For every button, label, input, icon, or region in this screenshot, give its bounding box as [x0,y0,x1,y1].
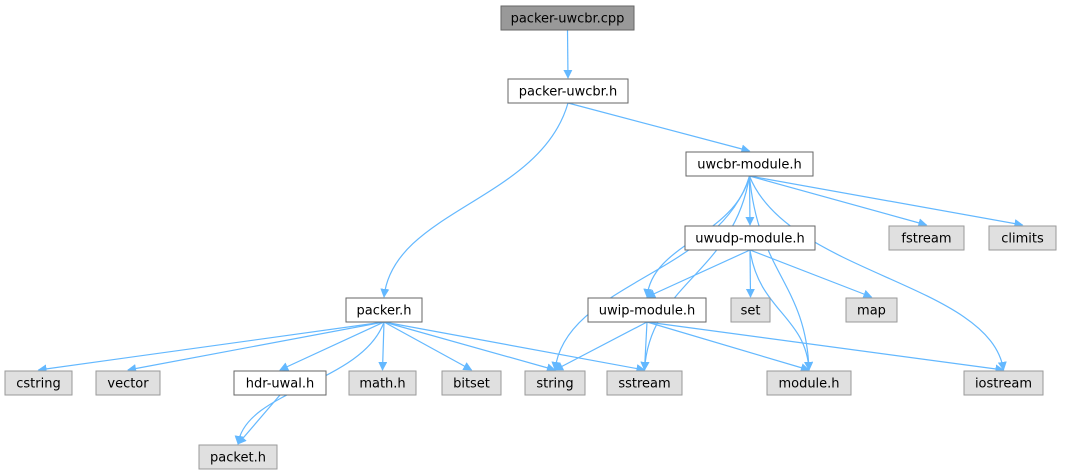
node-label-hdr-uwal-h: hdr-uwal.h [246,377,315,392]
node-box-fstream [888,225,965,251]
node-box-bitset [441,370,502,396]
edge-uwudp-module-h-to-map [749,249,873,299]
edge-uwip-module-h-to-iostream [646,321,1005,374]
node-uwudp-module-h[interactable]: uwudp-module.h [684,225,816,251]
edge-uwcbr-module-h-to-iostream [748,175,1007,371]
node-label-vector: vector [107,377,149,392]
node-label-packet-h: packet.h [210,451,266,466]
node-label-bitset: bitset [453,377,490,392]
node-packer-uwcbr-cpp[interactable]: packer-uwcbr.cpp [500,5,635,31]
node-label-climits: climits [1001,232,1044,247]
node-map: map [845,297,898,323]
edge-uwcbr-module-h-to-climits [749,175,1024,228]
node-label-set: set [741,304,761,319]
node-uwcbr-module-h[interactable]: uwcbr-module.h [685,151,814,177]
node-math-h: math.h [348,370,417,396]
node-box-math-h [348,370,417,396]
node-sstream: sstream [606,370,683,396]
node-label-cstring: cstring [16,377,60,392]
node-hdr-uwal-h[interactable]: hdr-uwal.h [233,370,327,396]
nodes-layer: packer-uwcbr.cpp packer-uwcbr.h uwcbr-modu… [4,5,1057,470]
node-box-string [524,370,586,396]
node-climits: climits [988,225,1057,251]
edge-packer-uwcbr-h-to-packer-h [380,102,569,298]
edge-packer-h-to-math-h [378,321,388,371]
edge-uwcbr-module-h-to-string [551,175,751,371]
node-label-iostream: iostream [975,377,1032,392]
node-box-cstring [4,370,73,396]
edge-uwudp-module-h-to-set [745,249,755,298]
node-box-uwudp-module-h [684,225,816,251]
node-box-climits [988,225,1057,251]
edge-uwcbr-module-h-to-uwudp-module-h [745,175,755,226]
edge-packer-h-to-sstream [383,321,646,373]
node-label-module-h: module.h [778,377,839,392]
edge-packer-h-to-hdr-uwal-h [279,321,385,371]
edge-uwip-module-h-to-module-h [646,321,810,373]
edge-hdr-uwal-h-to-packet-h [237,394,281,445]
node-label-packer-uwcbr-h: packer-uwcbr.h [519,85,617,100]
edge-uwcbr-module-h-to-sstream [640,175,751,371]
node-box-packet-h [198,444,278,470]
node-box-packer-h [345,297,423,323]
node-label-sstream: sstream [618,377,670,392]
node-label-math-h: math.h [359,377,405,392]
edge-packer-uwcbr-h-to-uwcbr-module-h [567,102,751,154]
edge-packer-h-to-bitset [383,321,473,371]
node-label-string: string [536,377,573,392]
node-box-vector [95,370,161,396]
node-vector: vector [95,370,161,396]
node-label-uwudp-module-h: uwudp-module.h [695,232,804,247]
node-packer-uwcbr-h[interactable]: packer-uwcbr.h [507,78,629,104]
node-label-uwcbr-module-h: uwcbr-module.h [697,158,802,173]
node-label-fstream: fstream [901,232,951,247]
edge-uwip-module-h-to-string [554,321,648,371]
node-label-uwip-module-h: uwip-module.h [599,304,696,319]
node-label-packer-uwcbr-cpp: packer-uwcbr.cpp [511,12,625,27]
node-packer-h[interactable]: packer.h [345,297,423,323]
edge-uwudp-module-h-to-uwip-module-h [646,249,751,298]
node-box-uwip-module-h [587,297,707,323]
edge-uwip-module-h-to-sstream [640,321,650,371]
edge-packer-h-to-cstring [37,321,385,374]
node-fstream: fstream [888,225,965,251]
node-box-packer-uwcbr-h [507,78,629,104]
node-box-set [730,297,771,323]
node-label-packer-h: packer.h [357,304,412,319]
node-box-packer-uwcbr-cpp [500,5,635,31]
node-string: string [524,370,586,396]
node-set: set [730,297,771,323]
node-box-uwcbr-module-h [685,151,814,177]
node-box-map [845,297,898,323]
edges-layer [37,29,1024,445]
node-bitset: bitset [441,370,502,396]
node-packet-h: packet.h [198,444,278,470]
node-uwip-module-h[interactable]: uwip-module.h [587,297,707,323]
edge-uwcbr-module-h-to-fstream [749,175,928,228]
node-module-h: module.h [766,370,852,396]
node-cstring: cstring [4,370,73,396]
edge-uwcbr-module-h-to-module-h [748,175,814,371]
node-box-module-h [766,370,852,396]
node-iostream: iostream [963,370,1044,396]
node-box-iostream [963,370,1044,396]
edge-packer-h-to-vector [127,321,385,373]
edge-uwudp-module-h-to-module-h [749,249,814,371]
edge-packer-h-to-string [383,321,556,373]
edge-packer-uwcbr-cpp-to-packer-uwcbr-h [563,29,573,79]
node-box-hdr-uwal-h [233,370,327,396]
node-box-sstream [606,370,683,396]
node-label-map: map [857,304,886,319]
